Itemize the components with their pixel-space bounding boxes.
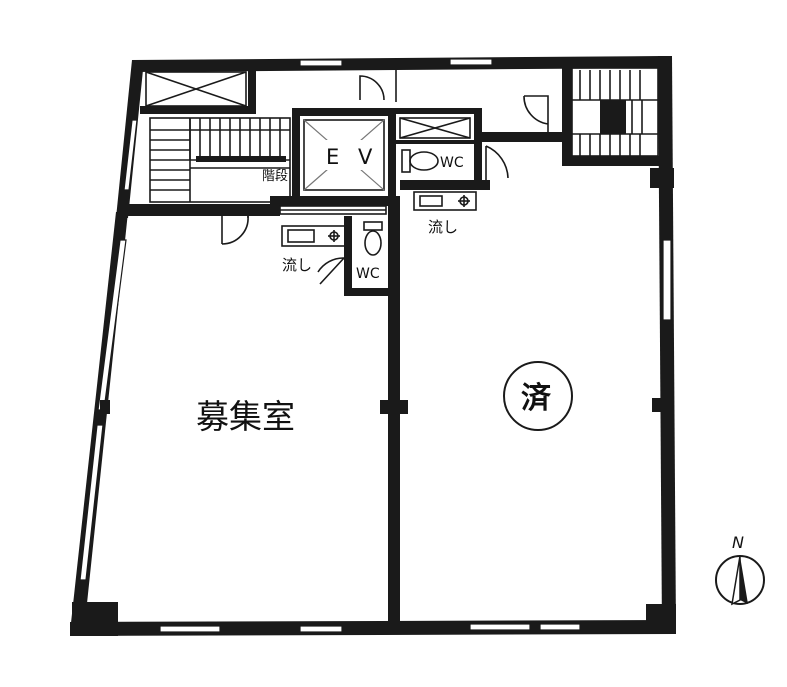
occupied-badge: 済 xyxy=(503,361,573,431)
north-arrow: N xyxy=(715,533,765,606)
shelf-band xyxy=(279,205,387,215)
wc-label-lower: WC xyxy=(356,266,380,282)
toilet-upper xyxy=(401,149,439,173)
sink-left xyxy=(281,225,347,247)
sink-right xyxy=(413,191,477,211)
storage-box-upper-left xyxy=(145,71,247,107)
stairs-left xyxy=(149,117,291,203)
vacant-room-label: 募集室 xyxy=(196,397,295,436)
windows xyxy=(79,58,672,633)
storage-small xyxy=(399,117,471,139)
interior-walls xyxy=(100,64,672,630)
elevator-shaft xyxy=(303,119,385,191)
stairs-right xyxy=(571,67,659,157)
door-right-core xyxy=(485,145,509,184)
door-left-core xyxy=(221,210,249,245)
stairs-label: 階段 xyxy=(262,169,288,184)
corridor-doors xyxy=(359,70,549,132)
toilet-lower xyxy=(363,221,383,256)
sink-label-right: 流し xyxy=(428,218,458,236)
outer-walls xyxy=(70,56,676,636)
elevator-label: E V xyxy=(326,145,378,169)
sink-label-left: 流し xyxy=(282,256,312,274)
occupied-badge-text: 済 xyxy=(521,381,552,416)
wc-label-upper: WC xyxy=(440,155,464,171)
north-label: N xyxy=(732,533,744,552)
door-lower-wc xyxy=(317,257,345,285)
